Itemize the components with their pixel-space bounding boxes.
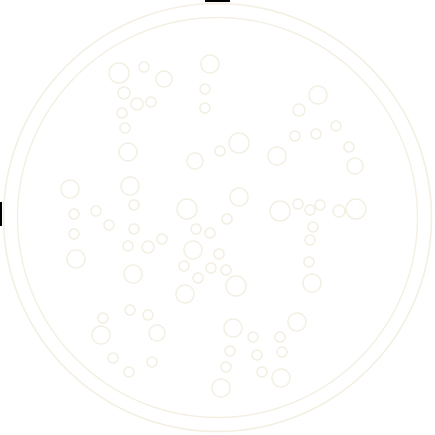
pattern-dot (186, 152, 204, 170)
pattern-dot (66, 249, 86, 269)
pattern-dot (124, 304, 136, 316)
pattern-dot (199, 83, 211, 95)
pattern-dot (176, 198, 198, 220)
inner-ring (16, 16, 419, 419)
pattern-dot (303, 256, 315, 268)
pattern-dot (330, 120, 342, 132)
pattern-dot (343, 141, 355, 153)
pattern-dot (308, 85, 328, 105)
pattern-dot (228, 132, 250, 154)
pattern-dot (175, 284, 195, 304)
pattern-dot (60, 179, 80, 199)
pattern-dot (214, 145, 226, 157)
pattern-dot (68, 228, 80, 240)
pattern-dot (116, 107, 128, 119)
pattern-dot (292, 103, 306, 117)
pattern-dot (120, 176, 140, 196)
pattern-dot (138, 61, 150, 73)
pattern-dot (267, 146, 287, 166)
pattern-dot (200, 54, 220, 74)
pattern-dot (145, 96, 157, 108)
pattern-dot (251, 349, 263, 361)
pattern-dot (190, 223, 202, 235)
pattern-dot (292, 198, 304, 210)
pattern-dot (156, 233, 168, 245)
pattern-dot (220, 264, 232, 276)
pattern-dot (130, 97, 144, 111)
pattern-dot (213, 248, 225, 260)
pattern-dot (142, 309, 154, 321)
pattern-dot (221, 213, 233, 225)
pattern-dot (119, 122, 131, 134)
pattern-dot (122, 240, 134, 252)
pattern-dot (205, 262, 217, 274)
pattern-dot (256, 366, 268, 378)
pattern-dot (271, 368, 291, 388)
pattern-dot (302, 273, 322, 293)
pattern-dot (68, 208, 80, 220)
pattern-dot (225, 275, 247, 297)
pattern-dot (304, 234, 316, 246)
pattern-dot (199, 102, 211, 114)
pattern-dot (183, 240, 203, 260)
pattern-dot (91, 325, 111, 345)
pattern-dot (223, 318, 243, 338)
pattern-dot (103, 219, 115, 231)
pattern-dot (229, 187, 249, 207)
pattern-dot (307, 221, 319, 233)
pattern-dot (97, 312, 109, 324)
pattern-dot (345, 198, 367, 220)
pattern-dot (108, 62, 130, 84)
pattern-dot (128, 223, 140, 235)
pattern-dot (269, 200, 291, 222)
pattern-dot (155, 70, 173, 88)
pattern-dot (310, 128, 322, 140)
pattern-dot (118, 142, 138, 162)
pattern-dot (276, 346, 288, 358)
pattern-dot (204, 227, 216, 239)
pattern-dot (247, 331, 259, 343)
pattern-dot (141, 240, 155, 254)
pattern-dot (123, 264, 143, 284)
left-edge-mark (0, 202, 2, 226)
pattern-dot (107, 352, 119, 364)
pattern-dot (289, 130, 301, 142)
pattern-dot (224, 345, 236, 357)
pattern-dot (220, 361, 232, 373)
pattern-dot (123, 366, 135, 378)
pattern-dot (117, 86, 131, 100)
pattern-dot (346, 157, 364, 175)
pattern-dot (128, 199, 140, 211)
pattern-dot (304, 204, 316, 216)
pattern-dot (148, 324, 166, 342)
pattern-dot (146, 356, 158, 368)
pattern-dot (192, 272, 204, 284)
pattern-dot (287, 312, 307, 332)
pattern-dot (90, 205, 102, 217)
pattern-dot (178, 260, 190, 272)
top-edge-mark (205, 0, 230, 2)
pattern-dot (332, 204, 346, 218)
pattern-dot (314, 199, 326, 211)
pattern-dot (211, 378, 231, 398)
pattern-dot (274, 331, 286, 343)
